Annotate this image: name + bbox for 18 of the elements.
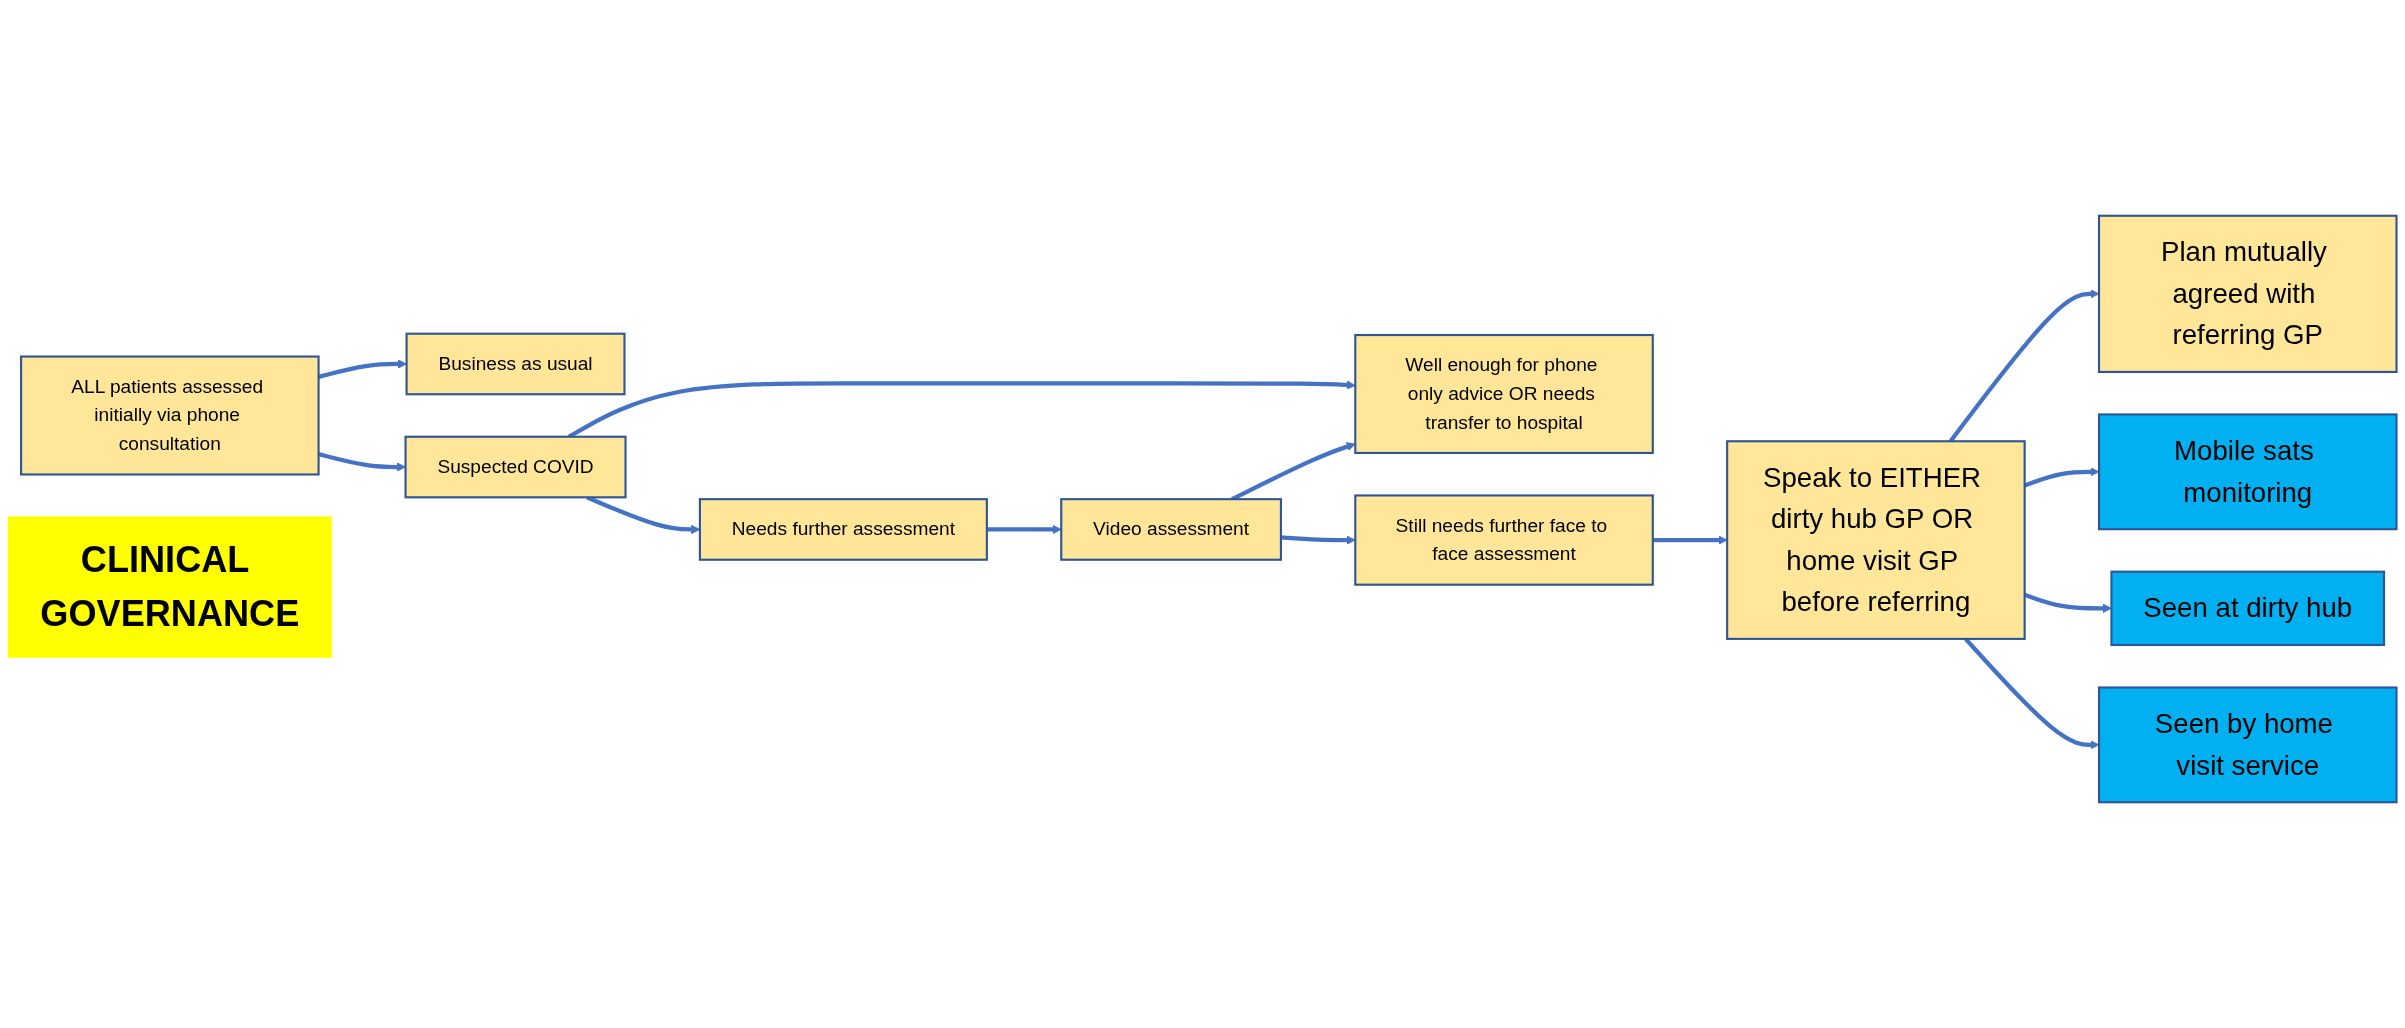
node-box: Needs further assessment [698,498,988,561]
node-box: CLINICAL GOVERNANCE [7,516,332,658]
node-box: Mobile sats monitoring [2097,413,2398,531]
node-box: Seen at dirty hub [2110,570,2386,647]
arrow [318,359,407,379]
node-box: Well enough for phone only advice OR needs transfer to hospital [1354,333,1654,454]
arrow [318,452,406,472]
node-box: Suspected COVID [404,435,627,499]
node-box: Speak to EITHER dirty hub GP OR home visit GP before referring [1726,440,2026,640]
arrow [986,524,1062,535]
node-box: Business as usual [405,332,626,396]
arrow [1652,535,1728,545]
node-box: Seen by home visit service [2097,686,2398,804]
node-box: Video assessment [1060,498,1282,561]
node-box: Plan mutually agreed with referring GP [2097,214,2398,373]
node-box: ALL patients assessed initially via phone consultation [20,355,320,476]
arrow [1280,535,1356,545]
node-box: Still needs further face to face assessment [1354,494,1654,586]
